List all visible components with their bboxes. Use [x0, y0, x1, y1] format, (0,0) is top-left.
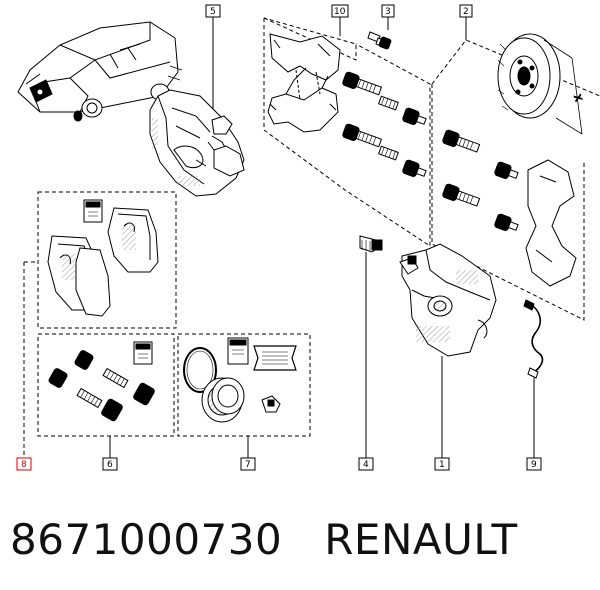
wear-sensor-part-9: [523, 299, 544, 471]
guide-pins-group-2: [442, 129, 577, 287]
exploded-brake-diagram: X: [16, 4, 600, 471]
callout-2: 2: [463, 7, 469, 17]
seal-kit-part-7: [177, 333, 311, 471]
bleed-screw-part-4: [358, 235, 383, 471]
callout-6: 6: [107, 460, 113, 470]
car-illustration: [17, 21, 183, 122]
bolt-part-3: [367, 4, 395, 50]
callout-1: 1: [439, 460, 445, 470]
callout-8: 8: [21, 460, 27, 470]
guide-kit-part-6: [37, 333, 175, 471]
part-caption: 8671000730 RENAULT: [10, 508, 590, 572]
callout-4: 4: [363, 460, 369, 470]
pads-kit-part-8: [23, 191, 177, 458]
brand-name: RENAULT: [324, 515, 518, 564]
part-number: 8671000730: [10, 515, 283, 564]
callout-box-8: [16, 457, 32, 471]
dimension-x-label: X: [571, 94, 583, 103]
callout-5: 5: [210, 7, 216, 17]
bracket-part-10: [263, 4, 431, 247]
callout-7: 7: [245, 460, 251, 470]
caliper-part-1: [399, 243, 497, 471]
guide-pins-group: [342, 71, 427, 177]
callout-3: 3: [385, 7, 391, 17]
callout-10: 10: [334, 7, 346, 17]
disc-part-2: X: [431, 4, 600, 321]
callout-9: 9: [531, 460, 537, 470]
bracket-part-5: [149, 4, 245, 197]
